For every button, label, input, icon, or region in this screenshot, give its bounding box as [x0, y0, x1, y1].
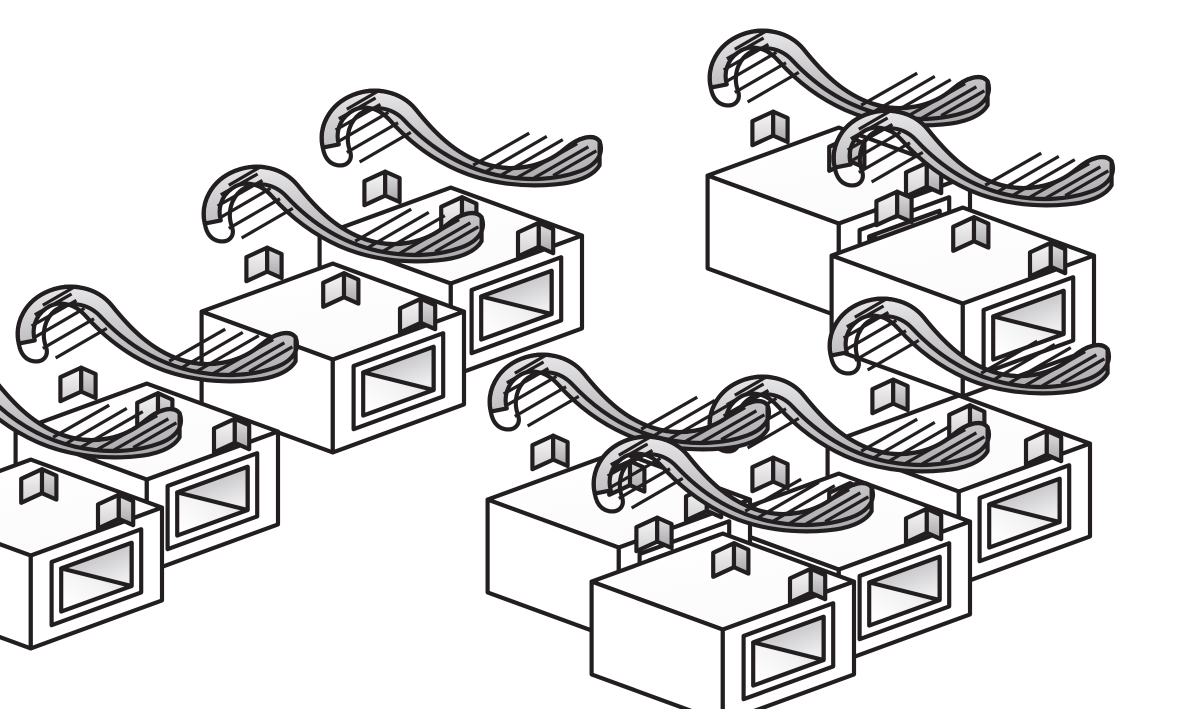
group-left	[0, 287, 297, 649]
scene-root	[0, 31, 1113, 709]
group-top-center	[202, 91, 601, 453]
